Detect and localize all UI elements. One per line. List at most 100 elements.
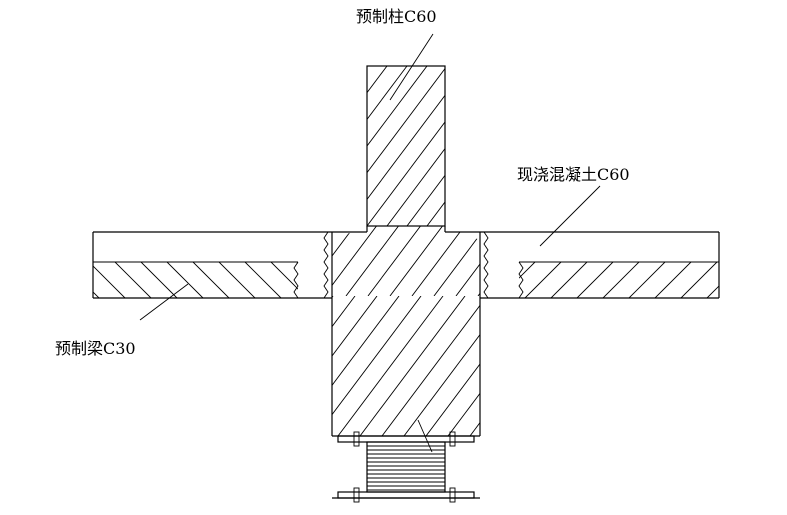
beam-right-hatch-line bbox=[680, 262, 718, 298]
column-hatch-line bbox=[647, 66, 767, 226]
core-hatch-line bbox=[588, 226, 641, 296]
core-hatch-line bbox=[367, 226, 421, 296]
lower-column-hatch-line bbox=[425, 363, 480, 436]
column-hatch-line bbox=[707, 66, 787, 226]
column-hatch-line bbox=[367, 66, 408, 121]
lower-column-hatch-line bbox=[162, 296, 267, 436]
beam-left-hatch-line bbox=[0, 262, 21, 298]
lower-column-hatch-line bbox=[646, 296, 751, 436]
lower-column-hatch-line bbox=[52, 296, 157, 436]
beam-right-hatch-line bbox=[602, 262, 640, 298]
beam-left-hatch-line bbox=[166, 262, 204, 298]
lower-column-hatch-line bbox=[690, 296, 787, 436]
lower-column-hatch-line bbox=[536, 296, 641, 436]
column-hatch-line bbox=[147, 66, 267, 226]
leader-beam bbox=[139, 283, 189, 321]
beam-left-hatch-line bbox=[37, 262, 73, 298]
beam-left-hatch-line bbox=[93, 265, 126, 298]
column-hatch-line bbox=[487, 66, 607, 226]
lower-column-hatch-line bbox=[332, 296, 378, 357]
beam-left-hatch-line bbox=[270, 262, 298, 290]
core-hatch-line bbox=[332, 226, 355, 296]
lower-column-hatch-line bbox=[734, 296, 787, 436]
column-hatch-line bbox=[167, 66, 287, 226]
lower-column-hatch-line bbox=[332, 296, 356, 328]
beam-right-hatch-line bbox=[759, 262, 787, 298]
core-hatch-line bbox=[544, 226, 597, 296]
lower-column-hatch-line bbox=[140, 296, 245, 436]
column-hatch-line bbox=[587, 66, 707, 226]
column-hatch-line bbox=[607, 66, 727, 226]
beam-left-hatch-line bbox=[114, 262, 152, 298]
lower-column-hatch-line bbox=[332, 296, 422, 416]
beam-right-hatch-line bbox=[628, 262, 666, 298]
precast-beam-left bbox=[0, 261, 299, 299]
column-hatch-line bbox=[107, 66, 227, 226]
column-hatch-line bbox=[627, 66, 747, 226]
precast-column bbox=[47, 65, 787, 227]
beam-right-hatch-line bbox=[550, 262, 588, 298]
lower-column-hatch-line bbox=[514, 296, 619, 436]
core-hatch-line bbox=[214, 226, 267, 296]
joint-core bbox=[52, 226, 787, 437]
lower-column-hatch-line bbox=[756, 296, 787, 436]
beam-right-hatch-line bbox=[524, 262, 562, 298]
lower-column-hatch-line bbox=[624, 296, 729, 436]
core-hatch-line bbox=[522, 226, 575, 296]
beam-right-hatch-line bbox=[654, 262, 692, 298]
lower-column-hatch-line bbox=[403, 333, 480, 436]
leader-bearing bbox=[417, 419, 433, 453]
base-bearing bbox=[332, 431, 480, 503]
beam-left-hatch-line bbox=[218, 262, 256, 298]
lower-column-hatch-line bbox=[469, 421, 480, 436]
column-hatch-line bbox=[367, 121, 445, 226]
lower-column-hatch-line bbox=[206, 296, 311, 436]
beam-right-hatch-line bbox=[519, 262, 536, 279]
column-hatch-line bbox=[47, 66, 167, 226]
core-hatch-line bbox=[345, 226, 399, 296]
beam-right-hatch-line bbox=[706, 285, 719, 298]
lower-column-hatch-line bbox=[359, 296, 466, 436]
column-hatch-line bbox=[367, 67, 445, 174]
column-hatch-line bbox=[386, 147, 445, 226]
column-hatch-line bbox=[447, 66, 567, 226]
lower-column-hatch-line bbox=[447, 392, 480, 436]
column-hatch-line bbox=[227, 66, 347, 226]
column-hatch-line bbox=[367, 66, 428, 147]
column-hatch-line bbox=[207, 66, 327, 226]
column-hatch-line bbox=[367, 66, 368, 67]
column-hatch-line bbox=[467, 66, 587, 226]
column-hatch-line bbox=[547, 66, 667, 226]
column-hatch-line bbox=[367, 94, 445, 201]
lower-column-hatch-line bbox=[381, 304, 480, 436]
core-hatch-line bbox=[258, 226, 311, 296]
core-hatch-line bbox=[500, 226, 553, 296]
lower-column-hatch-line bbox=[492, 296, 597, 436]
core-hatch-line bbox=[566, 226, 619, 296]
label-cast-in-place-concrete: 现浇混凝土C60 bbox=[517, 165, 630, 184]
core-hatch-line bbox=[332, 226, 377, 296]
beam-right-hatch-line bbox=[576, 262, 614, 298]
column-hatch-line bbox=[67, 66, 187, 226]
column-hatch-line bbox=[527, 66, 647, 226]
column-hatch-line bbox=[507, 66, 627, 226]
core-hatch-line bbox=[477, 226, 480, 296]
lower-column-hatch-line bbox=[580, 296, 685, 436]
precast-beam-right bbox=[518, 261, 787, 299]
core-hatch-line bbox=[455, 226, 480, 296]
column-hatch-line bbox=[687, 66, 787, 226]
column-hatch-line bbox=[127, 66, 247, 226]
column-hatch-line bbox=[747, 66, 787, 226]
core-hatch-line bbox=[192, 226, 245, 296]
column-hatch-line bbox=[87, 66, 207, 226]
label-precast-column: 预制柱C60 bbox=[356, 7, 437, 26]
column-hatch-line bbox=[406, 174, 445, 226]
core-hatch-line bbox=[236, 226, 289, 296]
beam-left-hatch-line bbox=[192, 262, 230, 298]
shear-keys bbox=[323, 231, 489, 299]
column-hatch-line bbox=[667, 66, 787, 226]
core-hatch-line bbox=[610, 226, 663, 296]
core-hatch-line bbox=[411, 226, 465, 296]
column-hatch-line bbox=[727, 66, 787, 226]
